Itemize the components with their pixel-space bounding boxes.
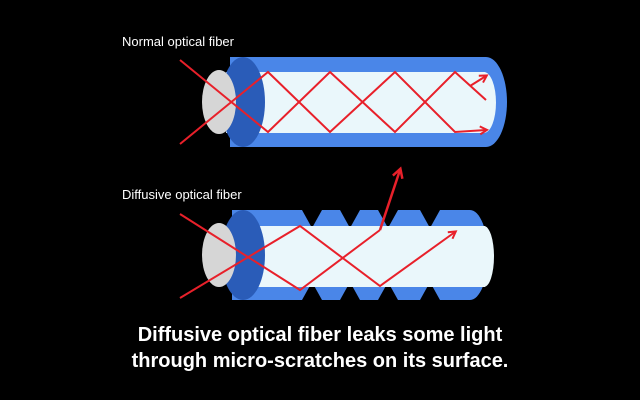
diffusive-fiber-core (228, 226, 485, 287)
caption-line-1: Diffusive optical fiber leaks some light (137, 324, 503, 346)
normal-fiber-core (226, 72, 485, 133)
normal-fiber-light-ray-2 (179, 70, 490, 145)
diffusive-fiber-light-ray-2 (179, 224, 458, 299)
caption: Diffusive optical fiber leaks some light… (0, 322, 640, 374)
normal-fiber-arrow-top (469, 74, 489, 87)
normal-fiber-core-end (484, 72, 496, 133)
diffusive-fiber-core-end (484, 226, 494, 287)
diffusive-fiber (179, 166, 494, 300)
normal-fiber (179, 57, 507, 147)
diffusive-fiber-label: Diffusive optical fiber (122, 187, 242, 202)
normal-fiber-end-ring (221, 57, 265, 147)
caption-line-2: through micro-scratches on its surface. (131, 350, 509, 372)
diffusive-fiber-end-face (202, 223, 236, 287)
normal-fiber-label: Normal optical fiber (122, 34, 234, 49)
diffusive-fiber-light-ray-1 (179, 213, 381, 292)
diffusive-fiber-leaking-ray (378, 166, 404, 231)
